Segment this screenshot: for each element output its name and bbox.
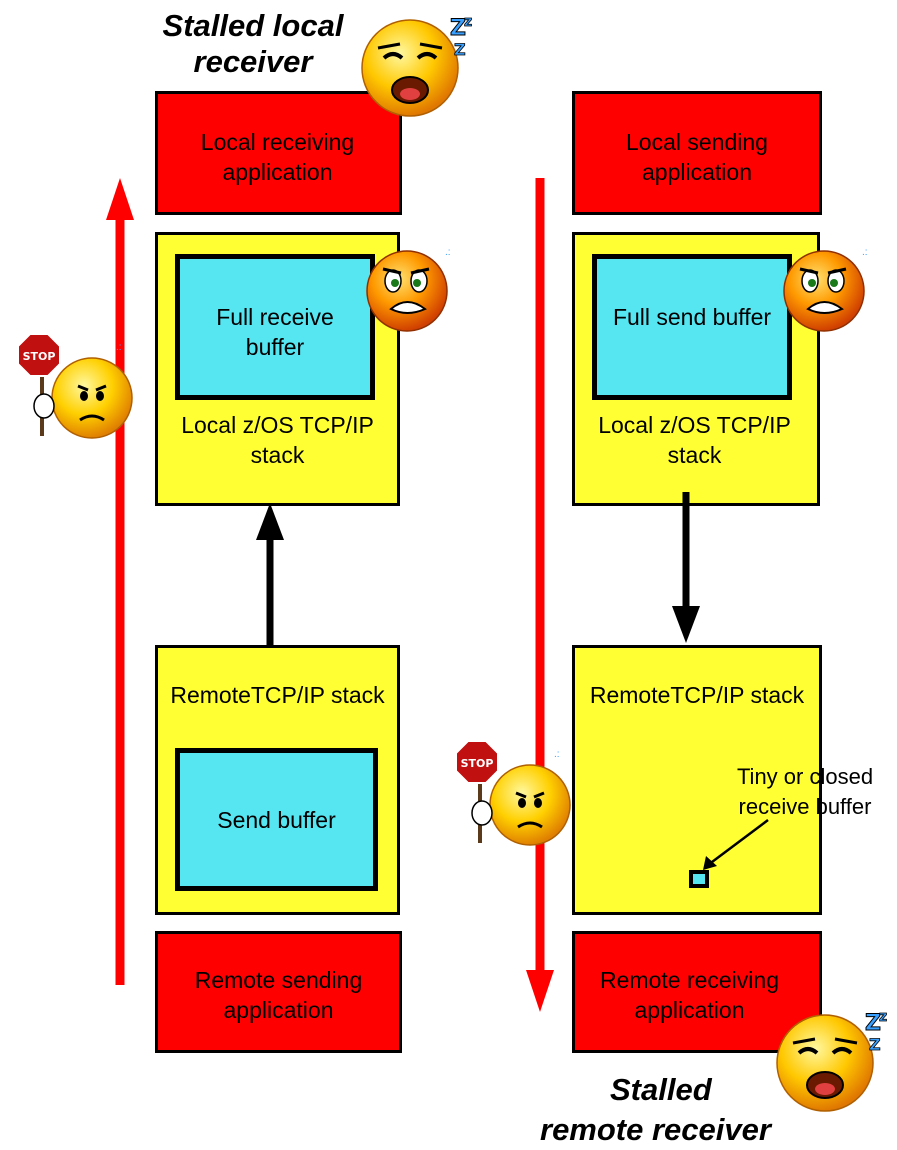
svg-text:.:: .:	[862, 247, 868, 258]
svg-text:.:: .:	[554, 749, 560, 760]
svg-text:Z: Z	[454, 40, 466, 59]
local-stack-label-left: Local z/OS TCP/IP stack	[181, 412, 374, 468]
angry-face-icon: .:	[366, 247, 451, 332]
left-title-line1: Stalled local	[162, 8, 344, 43]
tiny-receive-buffer-label: Tiny or closed receive buffer	[736, 764, 874, 819]
svg-text:z: z	[879, 1009, 887, 1025]
remote-receiving-app-label: Remote receiving application	[600, 967, 779, 1023]
full-receive-buffer-label: Full receive buffer	[216, 304, 334, 360]
tiny-receive-buffer	[689, 870, 709, 888]
svg-text:STOP: STOP	[461, 757, 494, 770]
right-data-arrow	[672, 492, 700, 643]
stop-sign-face-icon: STOP .:	[455, 740, 571, 846]
local-sending-app-label: Local sending application	[626, 129, 768, 185]
right-title-line2: remote receiver	[540, 1112, 771, 1147]
local-stack-label-right: Local z/OS TCP/IP stack	[598, 412, 791, 468]
sleeping-face-icon: Z z Z	[361, 14, 473, 117]
full-send-buffer-label: Full send buffer	[612, 304, 772, 330]
svg-text:z: z	[464, 14, 472, 30]
remote-sending-app-label: Remote sending application	[194, 967, 363, 1023]
angry-face-icon: .:	[783, 247, 868, 332]
svg-text:.:: .:	[445, 247, 451, 258]
local-receiving-app-box	[155, 91, 402, 215]
svg-text:Z: Z	[865, 1011, 881, 1036]
remote-receiving-app-box	[572, 931, 822, 1053]
local-receiving-app-label: Local receiving application	[200, 129, 355, 185]
stop-sign-face-icon: STOP .:	[17, 333, 133, 439]
left-flow-arrow	[106, 178, 134, 985]
right-flow-arrow	[526, 178, 554, 1012]
remote-sending-app-box	[155, 931, 402, 1053]
send-buffer-box	[175, 748, 378, 891]
sleeping-face-icon: Z z Z	[776, 1009, 888, 1112]
right-title-line1: Stalled	[610, 1072, 712, 1107]
full-send-buffer-box	[592, 254, 792, 400]
remote-stack-label-right: RemoteTCP/IP stack	[589, 682, 805, 708]
send-buffer-label: Send buffer	[217, 807, 336, 833]
tiny-buffer-pointer	[703, 819, 769, 870]
left-title-line2: receiver	[193, 44, 313, 79]
local-sending-app-box	[572, 91, 822, 215]
svg-text:.:: .:	[116, 342, 122, 353]
remote-stack-label-left: RemoteTCP/IP stack	[170, 682, 385, 708]
svg-text:STOP: STOP	[23, 350, 56, 363]
full-receive-buffer-box	[175, 254, 375, 400]
left-data-arrow	[256, 503, 284, 645]
right-title: Stalled remote receiver	[525, 1070, 845, 1150]
left-title: Stalled local receiver	[118, 8, 388, 80]
svg-text:Z: Z	[869, 1035, 881, 1054]
svg-text:Z: Z	[450, 16, 466, 41]
